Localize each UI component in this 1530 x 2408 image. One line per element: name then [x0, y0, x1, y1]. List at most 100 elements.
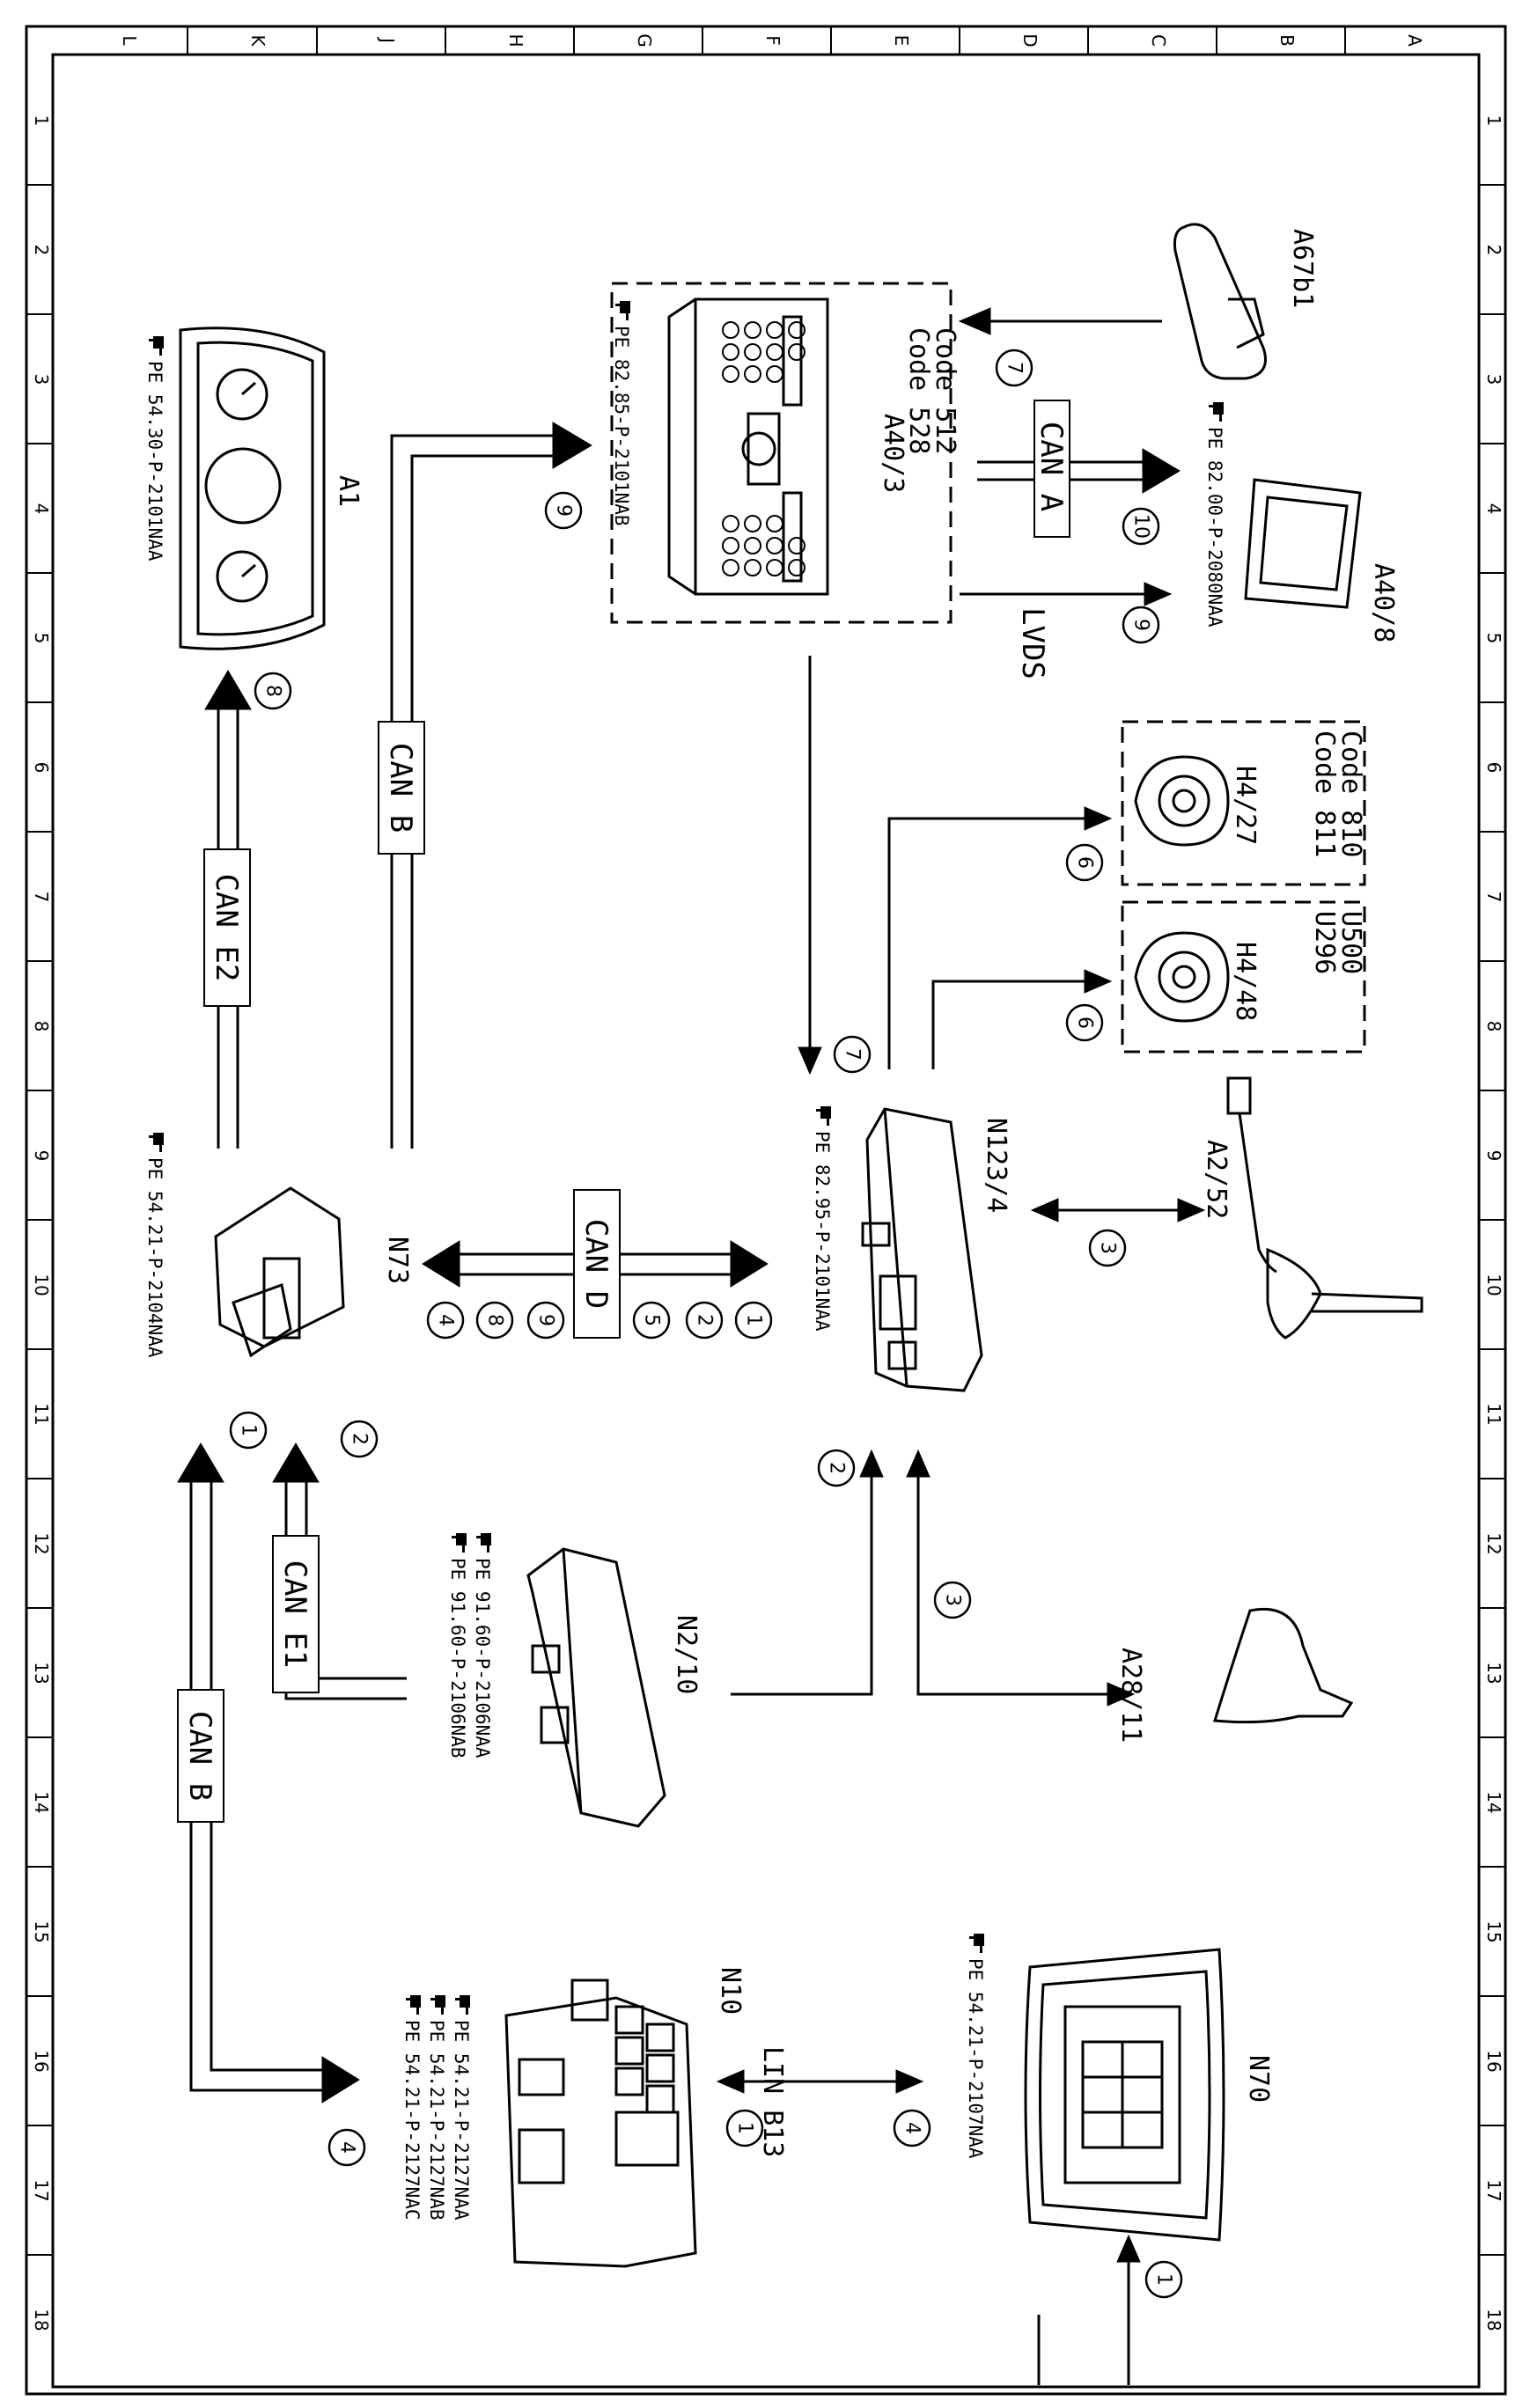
- row-label: 5: [31, 633, 52, 644]
- row-label: 6: [31, 762, 52, 774]
- row-label: 16: [31, 2050, 52, 2072]
- row-label: 17: [31, 2179, 52, 2201]
- marker-label: 4: [435, 1314, 457, 1326]
- n70-label: N70: [1243, 2055, 1274, 2103]
- mirror-sensor-icon: [1228, 297, 1265, 349]
- n123-4-ref-text: PE 82.95-P-2101NAA: [812, 1131, 833, 1332]
- connector-icon: [1226, 1076, 1252, 1115]
- lin-b13-label: LIN B13: [757, 2046, 788, 2157]
- row-label: 12: [1483, 1532, 1504, 1554]
- row-label: 7: [31, 892, 52, 903]
- can-a-box: [1033, 400, 1070, 538]
- speaker-icon: [1134, 755, 1230, 847]
- column-label: K: [247, 34, 268, 47]
- h4-48-component: [1121, 900, 1366, 1054]
- row-label: 14: [1483, 1791, 1504, 1813]
- marker-label: 2: [349, 1433, 371, 1445]
- n123-4-component: [861, 1107, 983, 1392]
- marker-label: 1: [734, 2122, 756, 2134]
- antenna-base-icon: [1266, 1247, 1322, 1340]
- display-icon: [1244, 478, 1362, 609]
- can-b-top-label: CAN B: [383, 743, 418, 833]
- shark-fin-antenna-icon: [1213, 1607, 1354, 1724]
- n73-component: [214, 1186, 345, 1358]
- n123-4-ref: PE 82.95-P-2101NAA: [812, 1106, 833, 1332]
- can-b-top-box: [378, 721, 425, 855]
- column-label: F: [762, 35, 783, 46]
- marker-label: 8: [262, 685, 284, 697]
- marker-label: 2: [826, 1462, 848, 1474]
- can-e2-box: [203, 848, 251, 1007]
- row-label: 5: [1483, 633, 1504, 644]
- n10-ref-1-text: PE 54.21-P-2127NAA: [451, 2020, 472, 2221]
- overhead-panel-icon: [1024, 1948, 1225, 2242]
- n73-ref-text: PE 54.21-P-2104NAA: [144, 1157, 166, 1358]
- fuse-box-icon: [504, 1996, 697, 2268]
- row-label: 17: [1483, 2179, 1504, 2201]
- marker-label: 4: [336, 2141, 358, 2154]
- marker-label: 3: [1097, 1242, 1119, 1254]
- marker-label: 4: [901, 2122, 923, 2134]
- row-label: 1: [31, 115, 52, 127]
- key-icon: [232, 1282, 292, 1358]
- row-label: 9: [31, 1150, 52, 1162]
- can-e2-label: CAN E2: [209, 874, 244, 982]
- marker-label: 9: [553, 504, 575, 517]
- speedometer-icon: [204, 447, 282, 525]
- row-label: 8: [1483, 1021, 1504, 1032]
- airbag-module-icon: [526, 1547, 666, 1828]
- lvds-label: LVDS: [1015, 607, 1050, 679]
- connection-markers: [229, 349, 1183, 2299]
- marker-label: 8: [484, 1314, 506, 1326]
- can-a-label: CAN A: [1033, 422, 1069, 511]
- row-label: 11: [1483, 1403, 1504, 1425]
- can-d-label: CAN D: [578, 1219, 614, 1309]
- row-label: 1: [1483, 115, 1504, 127]
- n123-4-label: N123/4: [981, 1118, 1011, 1213]
- a40-3-code-528: Code 528: [903, 327, 934, 455]
- marker-label: 1: [238, 1424, 260, 1436]
- n2-10-ref-1-text: PE 91.60-P-2106NAA: [472, 1558, 493, 1758]
- bus-labels: CAN A LVDS CAN B CAN E2 CAN D CAN E1 CAN…: [177, 400, 1070, 2157]
- a40-3-boundary: [610, 282, 953, 624]
- a40-3-component: [610, 282, 953, 624]
- marker-label: 9: [1130, 619, 1152, 631]
- a40-8-ref-text: PE 82.00-P-2080NAA: [1204, 427, 1225, 628]
- can-d-box: [573, 1189, 621, 1339]
- column-label: E: [891, 35, 912, 47]
- n2-10-label: N2/10: [671, 1615, 702, 1694]
- marker-label: 2: [694, 1314, 716, 1326]
- row-label: 18: [1483, 2309, 1504, 2331]
- grid-row-labels-right: 1 2 3 4 5 6 7 8 9 10 11 12 13 14 15 16 1…: [1483, 115, 1504, 2331]
- row-label: 10: [31, 1274, 52, 1296]
- row-label: 18: [31, 2309, 52, 2331]
- a1-ref: PE 54.30-P-2101NAA: [144, 336, 166, 562]
- n10-label: N10: [715, 1967, 746, 2015]
- a40-3-label: A40/3: [878, 414, 908, 493]
- n73-ref: PE 54.21-P-2104NAA: [144, 1133, 166, 1358]
- h4-27-label: H4/27: [1230, 766, 1261, 845]
- row-label: 9: [1483, 1150, 1504, 1162]
- row-label: 11: [31, 1403, 52, 1425]
- n10-ref-3: PE 54.21-P-2127NAC: [401, 1995, 423, 2221]
- marker-label: 3: [942, 1594, 964, 1606]
- marker-label: 7: [1004, 362, 1026, 374]
- column-label: H: [505, 33, 526, 47]
- h4-48-code-u296: U296: [1309, 911, 1340, 974]
- row-label: 2: [31, 245, 52, 256]
- row-label: 16: [1483, 2050, 1504, 2072]
- row-label: 8: [31, 1021, 52, 1032]
- n10-component: [504, 1979, 697, 2268]
- control-module-icon: [865, 1107, 983, 1392]
- a67b1-label: A67b1: [1287, 229, 1318, 308]
- can-b-bottom-label: CAN B: [182, 1711, 217, 1801]
- instrument-cluster-icon: [179, 327, 326, 650]
- marker-label: 5: [641, 1314, 663, 1326]
- marker-label: 9: [535, 1314, 557, 1326]
- h4-48-label: H4/48: [1230, 942, 1261, 1021]
- a28-11-component: [1213, 1607, 1354, 1724]
- a2-52-label: A2/52: [1201, 1140, 1232, 1219]
- gauge-icon: [216, 550, 268, 603]
- h4-27-component: [1121, 720, 1366, 886]
